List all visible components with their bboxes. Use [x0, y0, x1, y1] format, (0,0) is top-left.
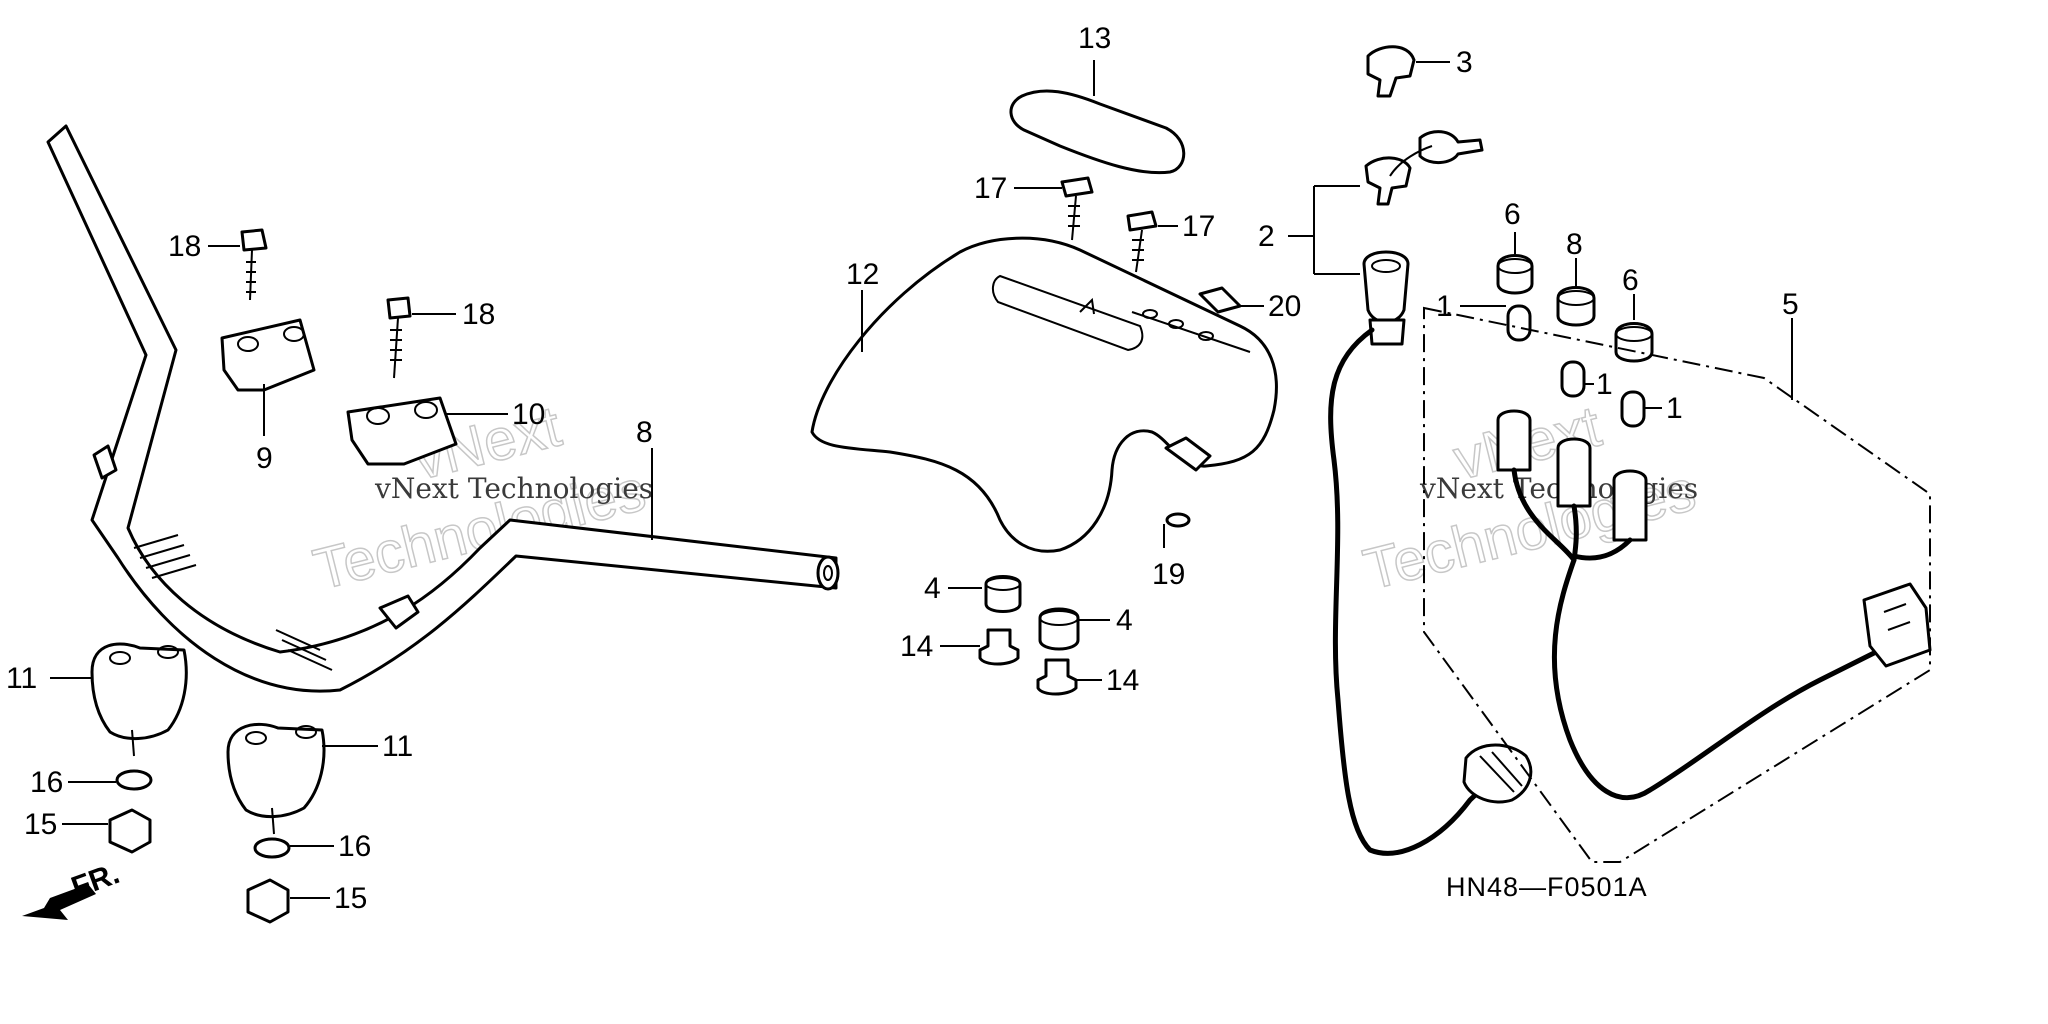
callout-3: 3: [1456, 46, 1473, 79]
screw-17-left: [1060, 176, 1094, 241]
callout-1-a: 1: [1436, 290, 1453, 323]
callout-14-upper: 14: [900, 630, 933, 663]
callout-18-left: 18: [168, 230, 201, 263]
callout-20: 20: [1268, 290, 1301, 323]
washer-16-left: [115, 769, 153, 791]
bulb-1-a: [1506, 304, 1532, 342]
drawing-code: HN48—F0501A: [1446, 872, 1648, 902]
callout-19: 19: [1152, 558, 1185, 591]
callout-18-right: 18: [462, 298, 495, 331]
watermark-caption: vNext Technologies: [374, 472, 653, 505]
callout-1-b: 1: [1596, 368, 1613, 401]
callout-10: 10: [512, 398, 545, 431]
front-marker-label: FR.: [67, 857, 124, 905]
callout-15-right: 15: [334, 882, 367, 915]
grommet-4-upper: [984, 575, 1022, 613]
washer-19: [1165, 512, 1191, 528]
callout-11-left: 11: [6, 662, 37, 695]
ignition-key-set-2: [1362, 130, 1484, 346]
callout-12: 12: [846, 258, 879, 291]
collar-14-lower: [1036, 658, 1078, 696]
bulb-socket-6-lower: [1614, 322, 1654, 363]
bolt-18-left: [240, 228, 268, 301]
upper-holder-9: [220, 318, 316, 392]
callout-11-right: 11: [382, 730, 413, 763]
callout-17-left: 17: [974, 172, 1007, 205]
nut-15-left: [108, 808, 152, 854]
callout-14-lower: 14: [1106, 664, 1139, 697]
callout-1-c: 1: [1666, 392, 1683, 425]
bulb-1-c: [1620, 390, 1646, 428]
indicator-harness: [1496, 409, 1932, 801]
bulb-socket-6-upper: [1496, 254, 1534, 295]
bulb-socket-7: [1556, 286, 1596, 327]
callout-16-right: 16: [338, 830, 371, 863]
callout-4-lower: 4: [1116, 604, 1133, 637]
bolt-18-right: [386, 296, 412, 379]
washer-16-right: [253, 837, 291, 859]
bulb-1-b: [1560, 360, 1586, 398]
grommet-4-lower: [1038, 607, 1080, 651]
lower-holder-11-right: [226, 722, 326, 835]
callout-15-left: 15: [24, 808, 57, 841]
callout-5: 5: [1782, 288, 1799, 321]
callout-17-right: 17: [1182, 210, 1215, 243]
handlebar-cover-12: [810, 236, 1278, 553]
collar-14-upper: [978, 628, 1020, 666]
key-3: [1366, 45, 1416, 98]
callouts: 18 9 18 10 8 11 11 16 16 15 15 13 17 17 …: [6, 22, 1799, 915]
callout-6-upper: 6: [1504, 198, 1521, 231]
screw-17-right: [1126, 210, 1158, 273]
callout-2: 2: [1258, 220, 1275, 253]
callout-16-left: 16: [30, 766, 63, 799]
callout-13: 13: [1078, 22, 1111, 55]
handlebar-pipe: [46, 124, 840, 693]
cover-lid-13: [1009, 89, 1186, 175]
lower-holder-11-left: [90, 642, 188, 757]
callout-8: 8: [636, 416, 653, 449]
callout-4-upper: 4: [924, 572, 941, 605]
callout-7: 8: [1566, 228, 1583, 261]
nut-15-right: [246, 878, 290, 924]
callout-6-lower: 6: [1622, 264, 1639, 297]
ignition-harness: [1328, 327, 1533, 856]
callout-9: 9: [256, 442, 273, 475]
leader-lines: [50, 60, 1793, 899]
front-direction-arrow: FR.: [22, 857, 124, 920]
upper-holder-10: [346, 396, 458, 466]
